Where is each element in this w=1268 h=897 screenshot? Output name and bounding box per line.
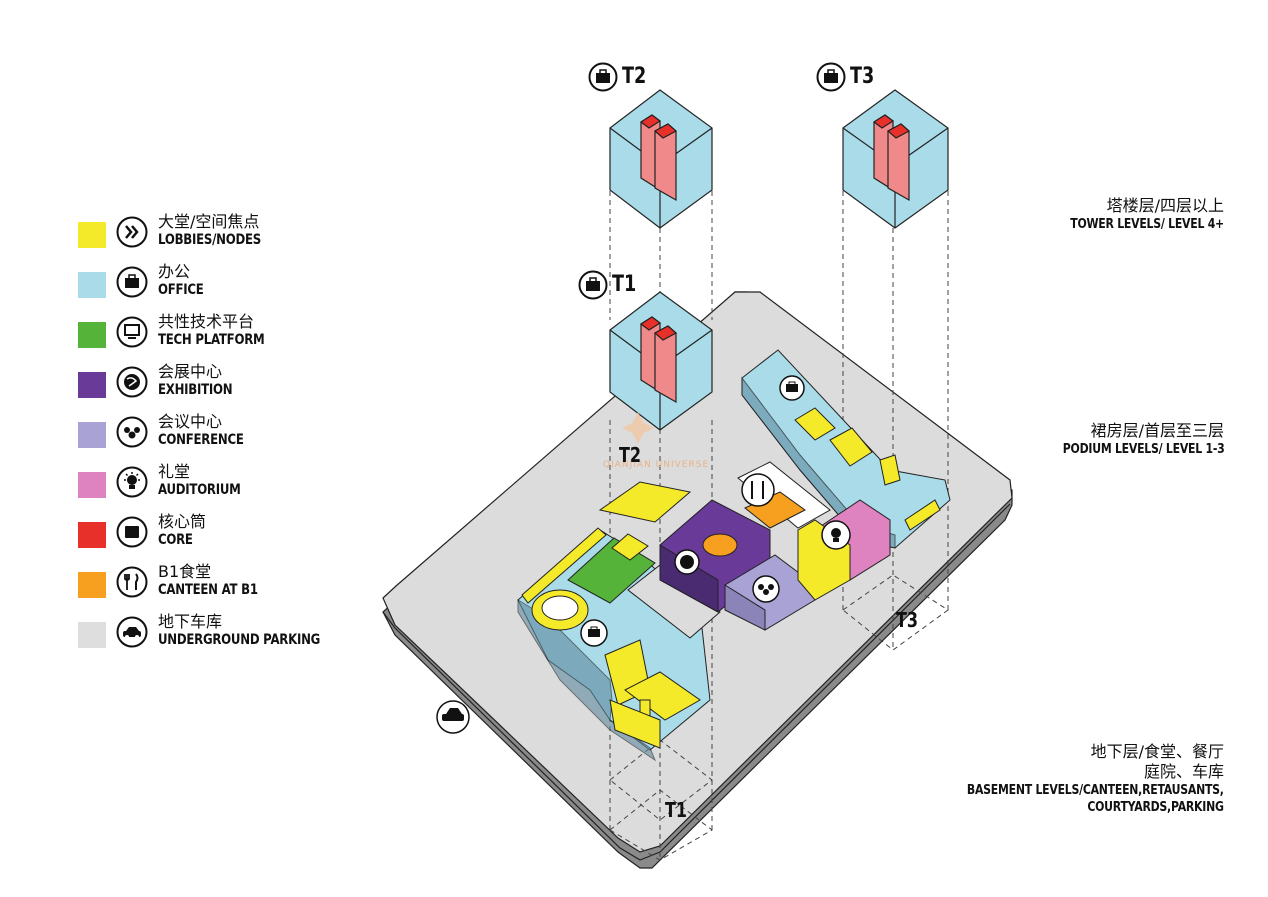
level-label-en: TOWER LEVELS/ LEVEL 4+ — [1070, 217, 1224, 232]
tower-label-t3: T3 — [850, 64, 875, 89]
briefcase-icon — [116, 266, 148, 298]
level-label-tower: 塔楼层/四层以上 TOWER LEVELS/ LEVEL 4+ — [1041, 196, 1224, 233]
level-label-zh: 庭院、车库 — [1143, 762, 1224, 781]
legend-label-en: AUDITORIUM — [158, 482, 241, 498]
marker-briefcase-podium-right — [779, 375, 805, 401]
legend-swatch — [78, 622, 106, 648]
legend-item-tech-platform: 共性技术平台 TECH PLATFORM — [78, 308, 338, 352]
legend-swatch — [78, 372, 106, 398]
legend-swatch — [78, 522, 106, 548]
tower-label-t1: T1 — [612, 272, 637, 297]
legend-item-auditorium: 礼堂 AUDITORIUM — [78, 458, 338, 502]
marker-car — [436, 700, 470, 734]
briefcase-icon — [588, 62, 618, 92]
legend-item-exhibition: 会展中心 EXHIBITION — [78, 358, 338, 402]
legend-swatch — [78, 322, 106, 348]
level-label-en: COURTYARDS,PARKING — [1087, 800, 1225, 815]
level-label-zh: 裙房层/首层至三层 — [1090, 421, 1224, 440]
car-icon — [116, 616, 148, 648]
legend-item-core: 核心筒 CORE — [78, 508, 338, 552]
level-label-zh: 地下层/食堂、餐厅 — [1090, 742, 1224, 761]
legend-label-zh: 会议中心 — [158, 412, 223, 431]
legend-swatch — [78, 422, 106, 448]
tower-t1-box — [609, 291, 713, 431]
legend-label-zh: 地下车库 — [158, 612, 223, 631]
legend-label-zh: 核心筒 — [158, 512, 207, 531]
legend-label-zh: 礼堂 — [158, 462, 191, 481]
base-label-t3: T3 — [896, 608, 919, 632]
tower-t2-box — [609, 89, 713, 229]
level-label-en: PODIUM LEVELS/ LEVEL 1-3 — [1062, 442, 1224, 457]
legend-label-zh: 会展中心 — [158, 362, 223, 381]
legend-label-en: UNDERGROUND PARKING — [158, 632, 321, 648]
legend-label-zh: B1食堂 — [158, 562, 212, 581]
legend-item-lobbies: 大堂/空间焦点 LOBBIES/NODES — [78, 208, 338, 252]
watermark-text: QIANJIAN UNIVERSE — [603, 460, 710, 470]
marker-lightbulb — [821, 520, 851, 550]
legend-label-en: CORE — [158, 532, 193, 548]
legend-swatch — [78, 272, 106, 298]
legend-item-conference: 会议中心 CONFERENCE — [78, 408, 338, 452]
marker-globe — [674, 549, 700, 575]
legend-label-zh: 办公 — [158, 262, 191, 281]
marker-people — [752, 575, 780, 603]
legend-label-zh: 大堂/空间焦点 — [158, 212, 260, 231]
lightbulb-icon — [116, 466, 148, 498]
base-label-t1: T1 — [665, 798, 688, 822]
marker-fork-knife — [741, 473, 775, 507]
legend-item-parking: 地下车库 UNDERGROUND PARKING — [78, 608, 338, 652]
level-label-basement: 地下层/食堂、餐厅 庭院、车库 BASEMENT LEVELS/CANTEEN,… — [918, 742, 1224, 816]
legend-label-en: EXHIBITION — [158, 382, 233, 398]
marker-briefcase-podium-left — [580, 619, 608, 647]
base-label-t2: T2 — [619, 443, 642, 467]
people-icon — [116, 416, 148, 448]
legend-item-canteen: B1食堂 CANTEEN AT B1 — [78, 558, 338, 602]
legend-swatch — [78, 472, 106, 498]
legend-label-en: CANTEEN AT B1 — [158, 582, 258, 598]
podium-left — [517, 481, 721, 762]
fork-knife-icon — [116, 566, 148, 598]
monitor-icon — [116, 316, 148, 348]
legend-label-en: CONFERENCE — [158, 432, 244, 448]
tower-t3-box — [842, 89, 949, 229]
legend-label-en: OFFICE — [158, 282, 204, 298]
level-label-zh: 塔楼层/四层以上 — [1106, 196, 1224, 215]
tower-label-t2: T2 — [622, 64, 647, 89]
legend-label-en: LOBBIES/NODES — [158, 232, 262, 248]
legend-item-office: 办公 OFFICE — [78, 258, 338, 302]
square-icon — [116, 516, 148, 548]
legend-swatch — [78, 572, 106, 598]
chevron-right-icon — [116, 216, 148, 248]
briefcase-icon — [578, 270, 608, 300]
legend-label-zh: 共性技术平台 — [158, 312, 255, 331]
level-label-podium: 裙房层/首层至三层 PODIUM LEVELS/ LEVEL 1-3 — [1032, 421, 1224, 458]
level-label-en: BASEMENT LEVELS/CANTEEN,RETAUSANTS, — [967, 783, 1224, 798]
globe-icon — [116, 366, 148, 398]
briefcase-icon — [816, 62, 846, 92]
legend-label-en: TECH PLATFORM — [158, 332, 265, 348]
watermark-logo — [622, 412, 654, 444]
legend-swatch — [78, 222, 106, 248]
